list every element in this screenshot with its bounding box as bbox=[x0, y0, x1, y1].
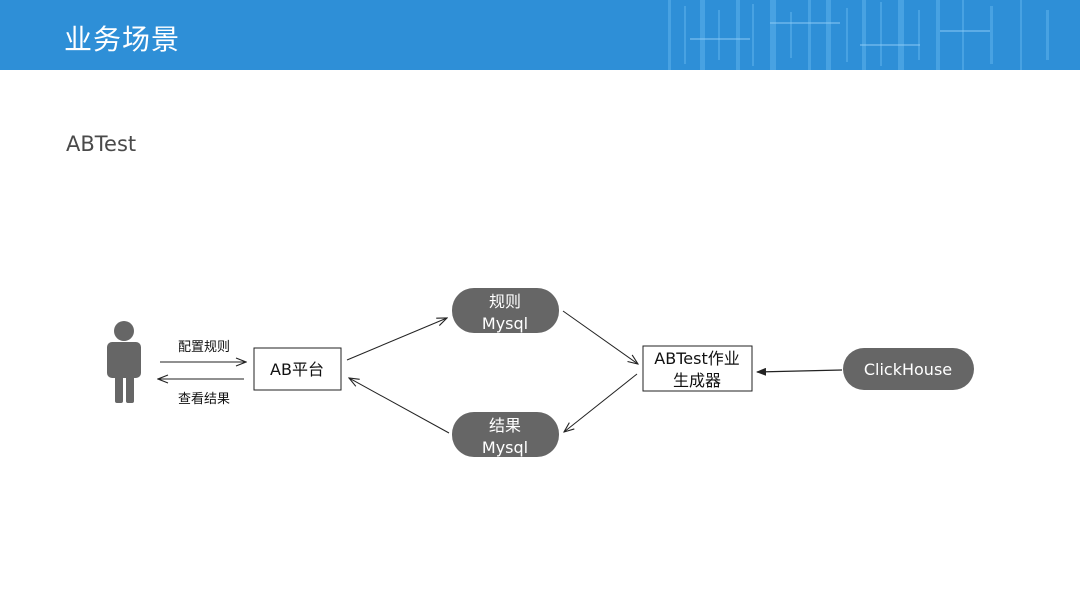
clickhouse-to-generator-arrow bbox=[756, 367, 843, 376]
rules-mysql-line2: Mysql bbox=[482, 314, 528, 333]
header-bar: 业务场景 bbox=[0, 0, 1080, 70]
person-icon bbox=[107, 321, 141, 403]
clickhouse-node: ClickHouse bbox=[843, 348, 974, 390]
view-results-label: 查看结果 bbox=[178, 391, 230, 407]
job-generator-line1: ABTest作业 bbox=[654, 349, 739, 368]
clickhouse-label: ClickHouse bbox=[864, 360, 952, 379]
platform-to-rules-arrow bbox=[346, 318, 447, 361]
section-subtitle: ABTest bbox=[66, 132, 137, 156]
results-mysql-line1: 结果 bbox=[489, 416, 521, 435]
page-title: 业务场景 bbox=[64, 23, 181, 56]
rules-to-generator-arrow bbox=[562, 310, 638, 364]
results-mysql-node: 结果 Mysql bbox=[452, 412, 559, 457]
rules-mysql-node: 规则 Mysql bbox=[452, 288, 559, 333]
job-generator-box: ABTest作业 生成器 bbox=[642, 345, 753, 392]
generator-to-results-arrow bbox=[564, 373, 638, 432]
header-decoration bbox=[668, 0, 1049, 70]
job-generator-line2: 生成器 bbox=[673, 371, 721, 390]
results-mysql-line2: Mysql bbox=[482, 438, 528, 457]
results-to-platform-arrow bbox=[349, 378, 450, 434]
rules-mysql-line1: 规则 bbox=[489, 292, 521, 311]
ab-platform-box: AB平台 bbox=[253, 347, 342, 391]
ab-platform-label: AB平台 bbox=[270, 360, 324, 379]
configure-rules-label: 配置规则 bbox=[178, 340, 230, 355]
